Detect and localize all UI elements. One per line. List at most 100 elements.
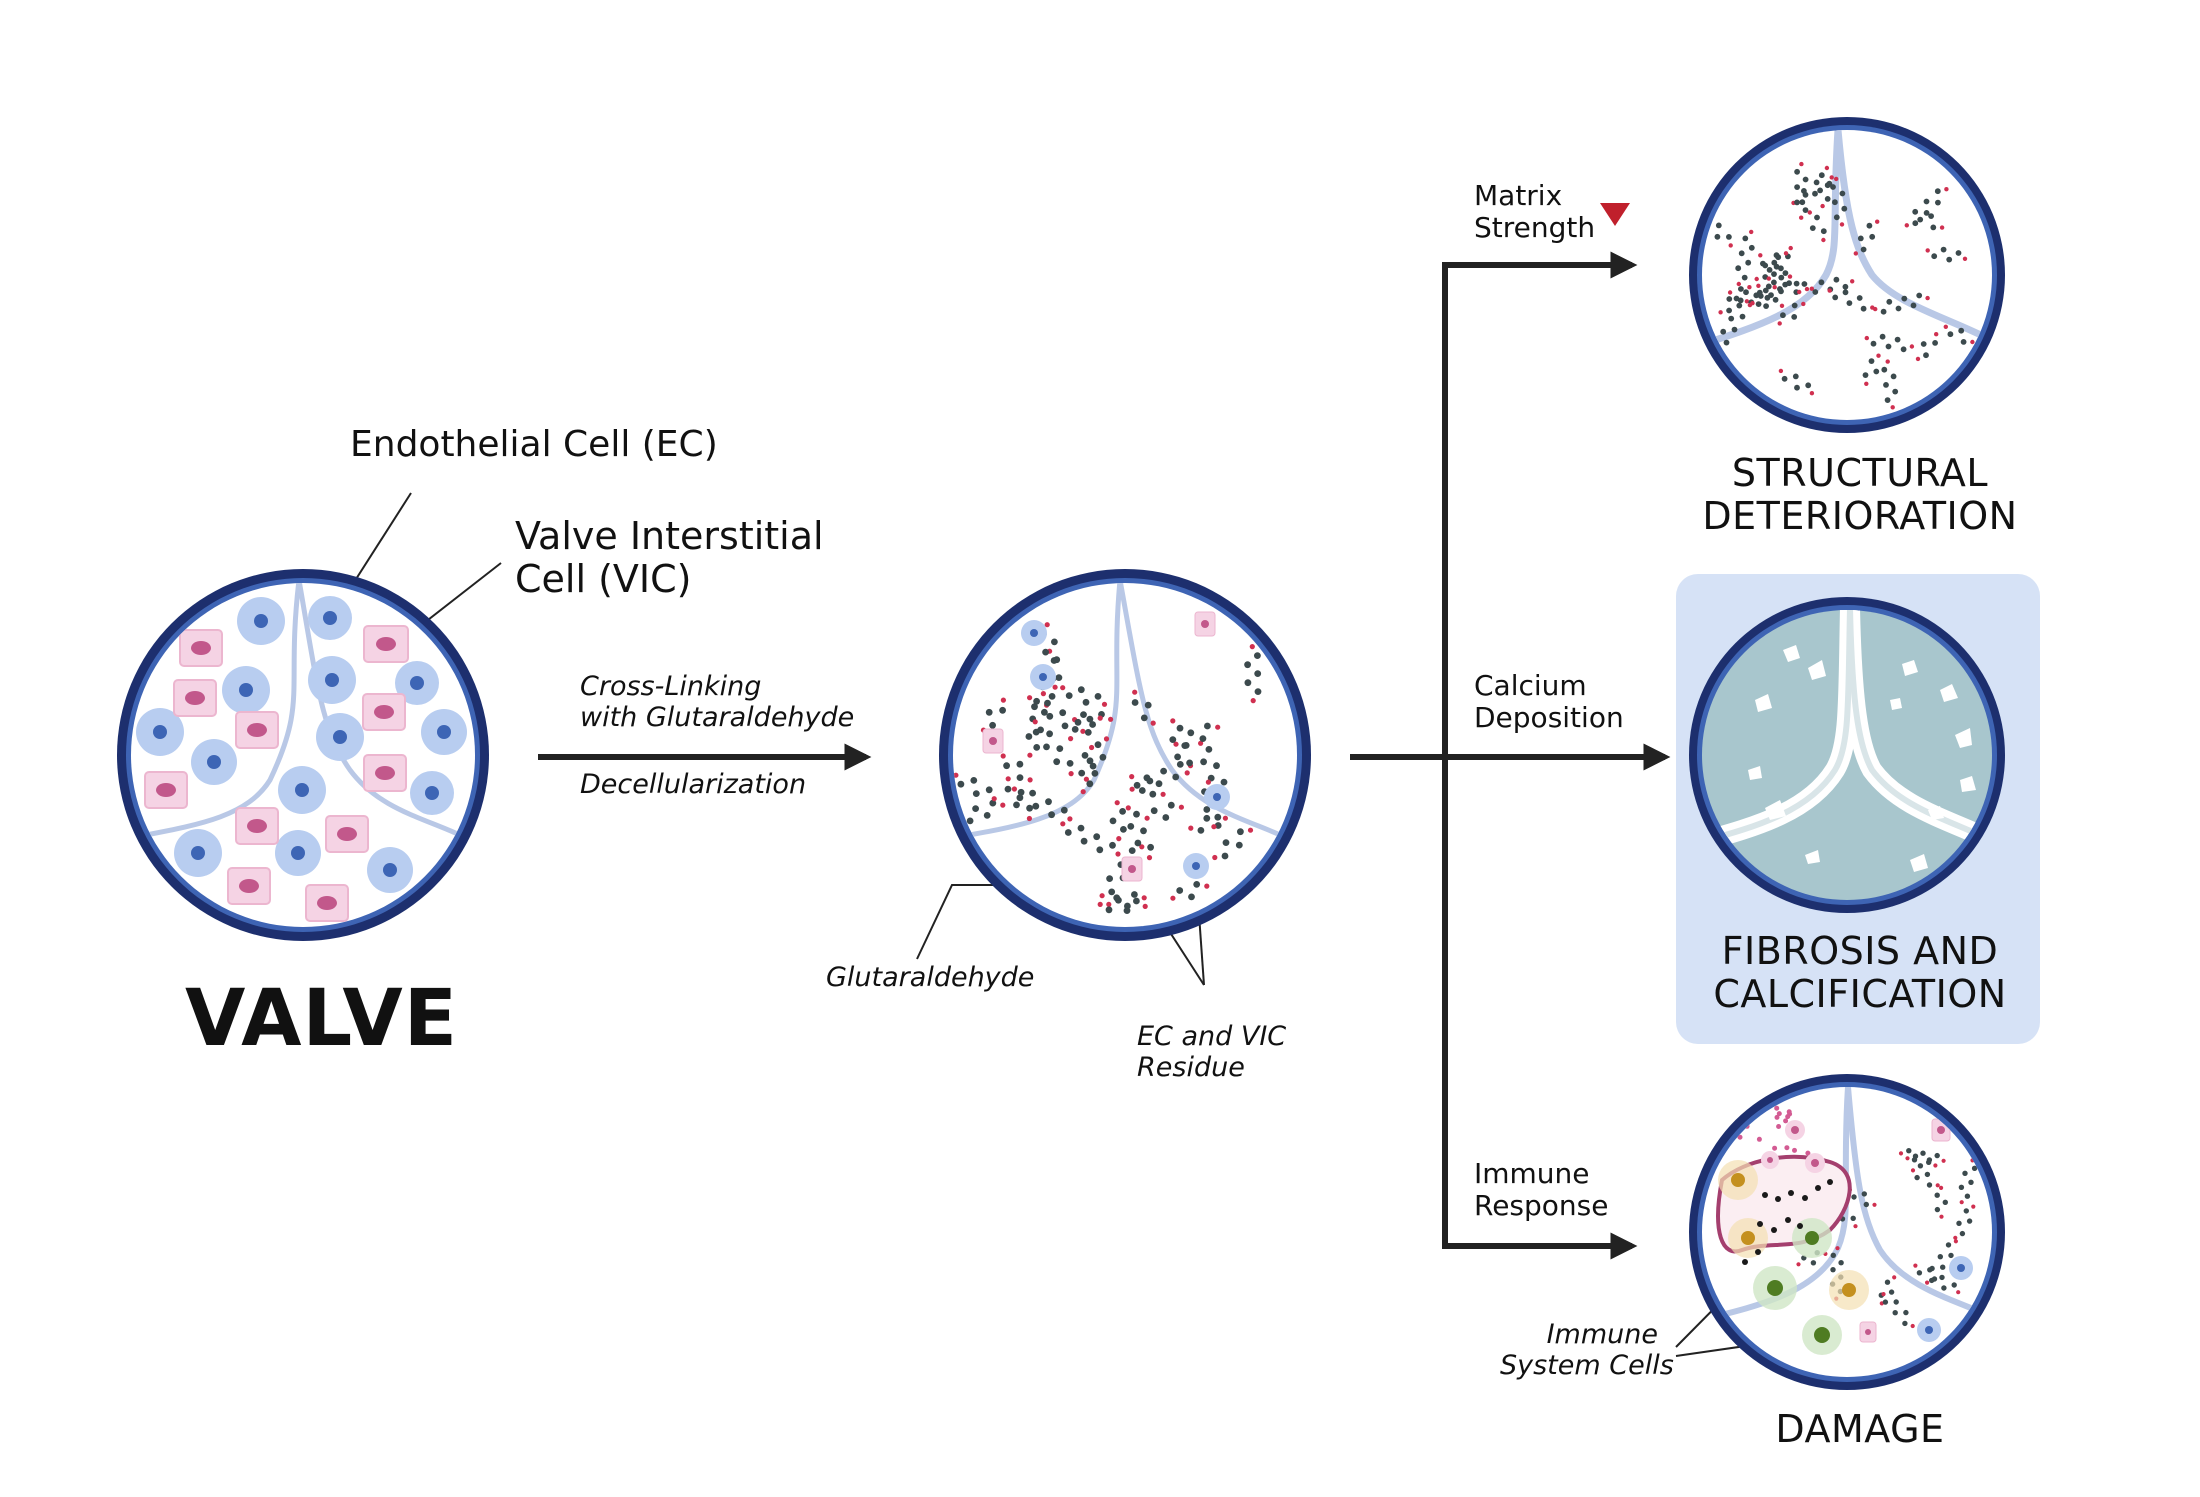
chain-atom [1237,828,1244,836]
chain-atom [1934,1192,1940,1198]
chain-end-atom [1909,344,1915,349]
chain-atom [1155,780,1163,788]
debris-dot [1776,1111,1782,1117]
chain-atom [970,777,978,784]
chain-atom [1254,688,1262,695]
chain-atom [1004,785,1012,793]
chain-atom [1091,770,1099,777]
chain-atom [1120,826,1127,833]
chain-atom [1884,397,1891,403]
chain-end-atom [1925,295,1930,301]
chain-end-atom [1215,724,1221,730]
chain-atom [1882,1299,1889,1305]
vic-label-line1: Valve Interstitial [515,514,824,558]
chain-atom [1893,1299,1899,1305]
chain-atom [1880,308,1887,315]
chain-atom [1115,896,1122,904]
chain-atom [1026,804,1033,812]
chain-atom [1089,762,1097,770]
chain-end-atom [1788,245,1793,251]
chain-end-atom [1011,786,1018,792]
chain-atom [1086,757,1094,765]
chain-atom [1060,806,1068,814]
chain-atom [1926,1157,1933,1163]
chain-atom [1963,1208,1970,1214]
chain-end-atom [1115,851,1121,857]
chain-end-atom [1778,368,1784,374]
chain-end-atom [1807,210,1813,215]
calcium-deposits [1748,645,1988,872]
chain-end-atom [1067,816,1073,822]
chain-atom [1794,184,1800,191]
chain-atom [1128,847,1136,854]
chain-end-atom [1820,203,1825,209]
chain-atom [1817,187,1823,194]
chain-atom [1890,373,1897,380]
chain-atom [1881,366,1888,373]
chain-atom [1964,1193,1971,1199]
chain-atom [1731,326,1738,333]
calcium-deposition-label: Calcium Deposition [1474,670,1624,733]
chain-end-atom [991,796,997,802]
chain-atom [1176,761,1184,768]
chain-atom [1830,1267,1836,1273]
chain-atom [1181,742,1189,749]
chain-atom [1885,343,1892,350]
residue-cells [982,611,1230,882]
chain-atom [1187,729,1195,737]
chain-atom [1127,823,1135,830]
chain-atom [1089,721,1096,728]
chain-atom [1791,302,1798,309]
chain-end-atom [1890,405,1895,410]
chain-end-atom [1953,1235,1958,1240]
vic-label: Valve Interstitial Cell (VIC) [515,515,824,601]
chain-end-atom [1000,753,1006,759]
crosslinking-line1: Cross-Linking [580,671,762,702]
fibrosis-calcification-title: FIBROSIS AND CALCIFICATION [1650,930,2070,1016]
chain-atom [1077,686,1085,694]
chain-end-atom [1925,248,1930,253]
chain-atom [1016,774,1024,781]
chain-atom [1955,250,1962,256]
chain-atom [1131,699,1139,706]
debris-dot [1805,1150,1811,1156]
chain-end-atom [1971,1204,1976,1209]
chain-end-atom [1188,825,1194,831]
chain-atom [1920,341,1927,347]
chain-atom [1042,648,1049,656]
chain-end-atom [1027,752,1033,758]
chain-atom [1802,207,1809,214]
matrix-strength-line1: Matrix [1474,179,1563,212]
chain-atom [1860,305,1867,312]
chain-atom [1968,1179,1974,1186]
chain-end-atom [1129,786,1135,792]
chain-end-atom [1044,622,1050,628]
chain-atom [1931,1276,1938,1282]
chain-atom [1805,382,1812,389]
chain-end-atom [1754,276,1759,282]
chain-atom [989,799,997,807]
chain-end-atom [1935,1183,1940,1188]
chain-atom [1053,758,1061,766]
chain-atom [1025,733,1033,740]
chain-atom [1723,339,1730,346]
chain-atom [1080,711,1087,718]
chain-atom [1934,1206,1941,1213]
chain-atom [1041,708,1048,716]
chain-atom [1971,1165,1978,1172]
chain-end-atom [1747,302,1753,308]
chain-end-atom [1184,770,1190,776]
chain-atom [1146,777,1154,785]
chain-atom [1169,736,1177,743]
chain-end-atom [1956,1290,1961,1295]
chain-atom [1781,375,1788,382]
chain-atom [1235,841,1243,849]
chain-atom [1726,234,1732,240]
structural-deterioration-circle [1689,117,2005,433]
chain-atom [1017,788,1025,796]
immune-response-line1: Immune [1474,1157,1590,1190]
chain-end-atom [1875,219,1880,224]
chain-atom [1886,298,1893,305]
chain-end-atom [1150,720,1156,726]
chain-end-atom [1249,644,1255,650]
